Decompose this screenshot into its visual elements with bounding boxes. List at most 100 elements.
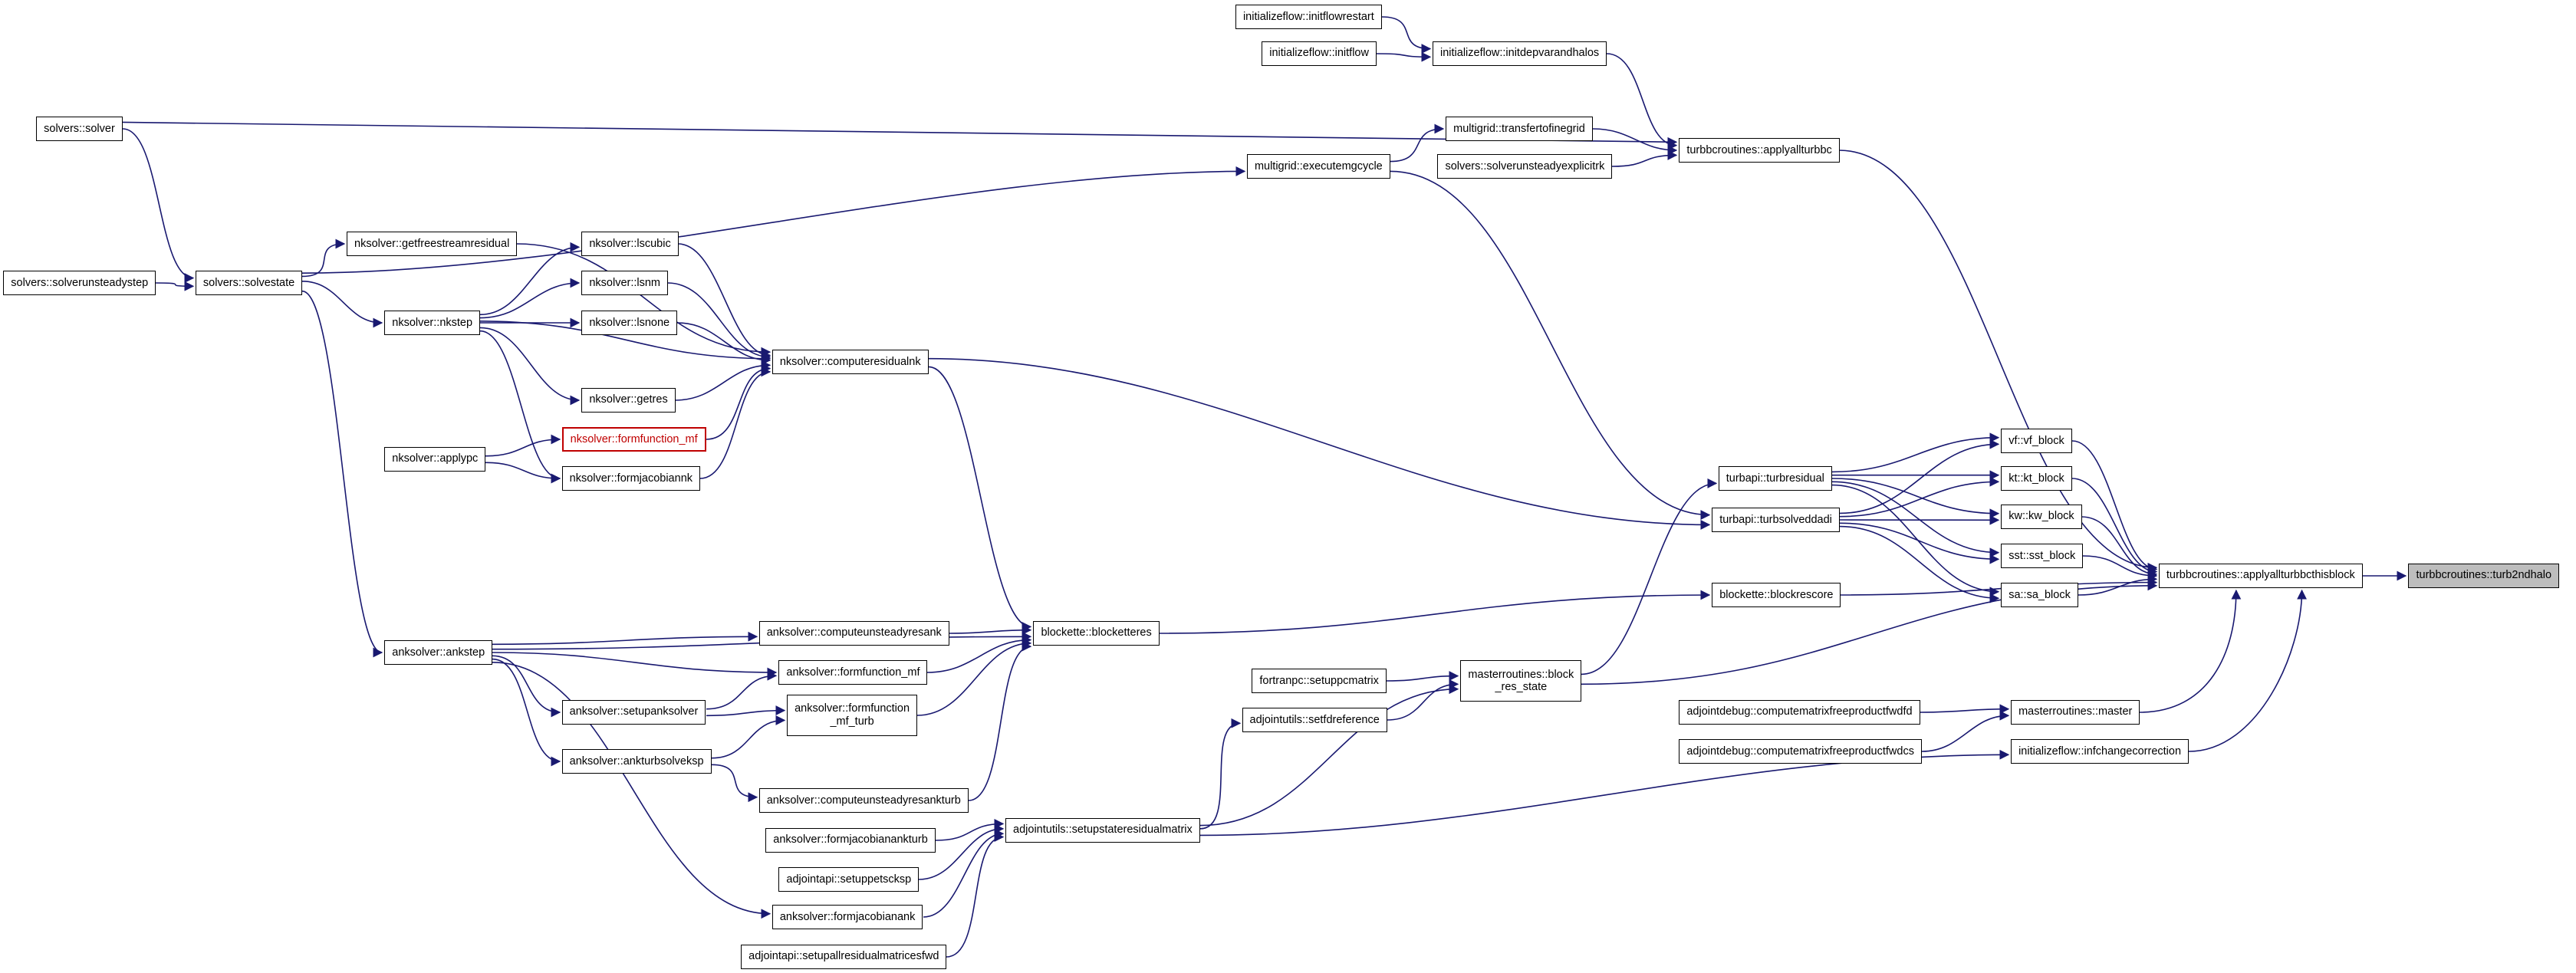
graph-node-label: solvers::solverunsteadystep <box>11 277 149 290</box>
call-edge-kw_block-to-applyallturbbcthisblock <box>2081 516 2158 580</box>
graph-node-label: vf::vf_block <box>2008 434 2064 447</box>
call-edge-setupanksolver-to-formfunction_mf_turb <box>706 705 786 717</box>
call-edge-lscubic-to-computeresidualnk <box>677 243 771 360</box>
graph-node-getres[interactable]: nksolver::getres <box>581 387 676 413</box>
graph-node-turb2ndhalo[interactable]: turbbcroutines::turb2ndhalo <box>2408 563 2560 588</box>
graph-node-label: nksolver::formfunction_mf <box>570 432 698 445</box>
graph-node-turbsolveddadi[interactable]: turbapi::turbsolveddadi <box>1712 507 1840 532</box>
graph-node-label: anksolver::formjacobianank <box>779 911 916 924</box>
call-edge-ankstep-to-computeunsteadyresank <box>492 631 758 646</box>
graph-node-kw_block[interactable]: kw::kw_block <box>2001 504 2082 529</box>
graph-node-setfdreference[interactable]: adjointutils::setfdreference <box>1242 708 1387 733</box>
graph-node-setupallresidualmatricesfwd[interactable]: adjointapi::setupallresidualmatricesfwd <box>741 944 947 969</box>
graph-node-sst_block[interactable]: sst::sst_block <box>2001 544 2084 569</box>
graph-node-label: sst::sst_block <box>2008 549 2076 562</box>
graph-node-label: sa::sa_block <box>2008 589 2071 602</box>
call-edge-initflowrestart-to-initdepvarandhalos <box>1381 16 1432 54</box>
graph-node-setuppetscksp[interactable]: adjointapi::setuppetscksp <box>778 867 920 892</box>
call-edge-setupanksolver-to-formfunction_mf_ank <box>706 670 778 710</box>
graph-node-computeunsteadyresank[interactable]: anksolver::computeunsteadyresank <box>758 620 949 646</box>
graph-node-label: nksolver::nkstep <box>392 316 473 329</box>
graph-node-initdepvarandhalos[interactable]: initializeflow::initdepvarandhalos <box>1433 41 1607 66</box>
call-edge-infchangecorrection-to-applyallturbbcthisblock <box>2188 589 2307 752</box>
graph-node-label: kw::kw_block <box>2008 510 2074 523</box>
graph-node-ankturbsolveksp[interactable]: anksolver::ankturbsolveksp <box>561 748 712 774</box>
graph-node-transfertofinegrid[interactable]: multigrid::transfertofinegrid <box>1446 117 1593 142</box>
graph-node-label: initializeflow::initdepvarandhalos <box>1440 47 1600 60</box>
call-edge-computeresidualnk-to-blocketteres <box>928 366 1032 632</box>
call-edge-nkstep-to-lscubic <box>479 242 581 316</box>
call-edge-turbresidual-to-sst_block <box>1831 481 2000 558</box>
graph-node-computeunsteadyresankturb[interactable]: anksolver::computeunsteadyresankturb <box>758 788 969 814</box>
graph-node-label: nksolver::lsnm <box>589 277 661 290</box>
graph-node-label: adjointapi::setupallresidualmatricesfwd <box>748 950 939 963</box>
graph-node-formfunction_mf_nk[interactable]: nksolver::formfunction_mf <box>561 426 706 452</box>
graph-node-solver[interactable]: solvers::solver <box>36 117 123 142</box>
graph-node-label: blockette::blockrescore <box>1719 589 1834 602</box>
call-edge-getfreestreamresidual-to-computeresidualnk <box>516 243 771 357</box>
graph-node-master[interactable]: masterroutines::master <box>2011 699 2140 725</box>
graph-node-blocketteres[interactable]: blockette::blocketteres <box>1033 620 1160 646</box>
graph-node-formfunction_mf_ank[interactable]: anksolver::formfunction_mf <box>778 660 928 685</box>
call-edge-vf_block-to-applyallturbbcthisblock <box>2071 440 2158 574</box>
graph-node-lsnone[interactable]: nksolver::lsnone <box>581 310 678 335</box>
graph-node-sa_block[interactable]: sa::sa_block <box>2001 583 2078 608</box>
call-edge-turbresidual-to-vf_block <box>1831 432 2000 473</box>
graph-node-label: masterroutines::block _res_state <box>1468 668 1574 694</box>
graph-node-nkstep[interactable]: nksolver::nkstep <box>384 310 481 335</box>
graph-node-vf_block[interactable]: vf::vf_block <box>2001 429 2072 454</box>
graph-node-label: kt::kt_block <box>2008 472 2064 485</box>
call-edge-formfunction_mf_turb-to-blocketteres <box>916 638 1032 716</box>
graph-node-solvestate[interactable]: solvers::solvestate <box>195 271 303 296</box>
graph-node-label: anksolver::setupanksolver <box>569 705 699 718</box>
graph-node-applypc[interactable]: nksolver::applypc <box>384 446 486 472</box>
call-edge-formjacobianankturb-to-setupstateresidualmatrix <box>935 819 1005 841</box>
call-edge-setfdreference-to-block_res_state <box>1387 679 1459 721</box>
call-edge-formfunction_mf_ank-to-blocketteres <box>926 635 1032 673</box>
call-edge-initflow-to-initdepvarandhalos <box>1376 51 1432 62</box>
graph-node-solverunsteadystep[interactable]: solvers::solverunsteadystep <box>3 271 156 296</box>
graph-node-solverunsteadyexplicitrk[interactable]: solvers::solverunsteadyexplicitrk <box>1437 154 1613 179</box>
graph-node-fwdfd[interactable]: adjointdebug::computematrixfreeproductfw… <box>1679 699 1920 725</box>
graph-node-formjacobiannk[interactable]: nksolver::formjacobiannk <box>561 466 701 491</box>
graph-node-formjacobianank[interactable]: anksolver::formjacobianank <box>771 905 923 930</box>
call-edge-ankstep-to-setupanksolver <box>492 655 561 718</box>
call-edge-block_res_state-to-turbresidual <box>1581 478 1718 676</box>
graph-node-setuppcmatrix[interactable]: fortranpc::setuppcmatrix <box>1252 668 1387 693</box>
graph-node-label: nksolver::formjacobiannk <box>569 472 693 485</box>
call-edge-master-to-applyallturbbcthisblock <box>2139 589 2242 713</box>
graph-node-turbresidual[interactable]: turbapi::turbresidual <box>1718 466 1832 491</box>
graph-node-applyallturbbcthisblock[interactable]: turbbcroutines::applyallturbbcthisblock <box>2158 563 2363 588</box>
call-edge-lsnone-to-computeresidualnk <box>676 322 771 366</box>
graph-node-lscubic[interactable]: nksolver::lscubic <box>581 232 679 257</box>
graph-node-infchangecorrection[interactable]: initializeflow::infchangecorrection <box>2011 738 2189 764</box>
graph-node-formjacobianankturb[interactable]: anksolver::formjacobianankturb <box>765 827 936 853</box>
graph-node-block_res_state[interactable]: masterroutines::block _res_state <box>1460 660 1582 702</box>
graph-node-computeresidualnk[interactable]: nksolver::computeresidualnk <box>771 350 929 375</box>
graph-node-label: adjointdebug::computematrixfreeproductfw… <box>1686 705 1913 718</box>
call-edge-getres-to-computeresidualnk <box>674 360 771 401</box>
graph-node-formfunction_mf_turb[interactable]: anksolver::formfunction _mf_turb <box>787 695 918 737</box>
call-edge-nkstep-to-computeresidualnk <box>479 320 771 364</box>
call-edge-executemgcycle-to-transfertofinegrid <box>1390 123 1445 163</box>
graph-node-applyallturbbc[interactable]: turbbcroutines::applyallturbbc <box>1679 137 1840 163</box>
call-edge-setuppetscksp-to-setupstateresidualmatrix <box>918 823 1005 880</box>
graph-node-label: multigrid::transfertofinegrid <box>1453 122 1585 135</box>
graph-node-executemgcycle[interactable]: multigrid::executemgcycle <box>1246 154 1390 179</box>
graph-node-setupstateresidualmatrix[interactable]: adjointutils::setupstateresidualmatrix <box>1005 817 1200 843</box>
graph-node-lsnm[interactable]: nksolver::lsnm <box>581 271 669 296</box>
graph-node-label: anksolver::ankstep <box>392 646 485 659</box>
graph-node-blockrescore[interactable]: blockette::blockrescore <box>1712 583 1841 608</box>
graph-node-ankstep[interactable]: anksolver::ankstep <box>384 640 493 666</box>
graph-node-kt_block[interactable]: kt::kt_block <box>2001 466 2072 491</box>
graph-node-setupanksolver[interactable]: anksolver::setupanksolver <box>561 699 706 725</box>
graph-node-getfreestreamresidual[interactable]: nksolver::getfreestreamresidual <box>347 232 518 257</box>
call-edge-fwdcs-to-master <box>1921 710 2010 752</box>
graph-node-fwdcs[interactable]: adjointdebug::computematrixfreeproductfw… <box>1679 738 1922 764</box>
graph-node-initflowrestart[interactable]: initializeflow::initflowrestart <box>1235 5 1382 30</box>
graph-node-label: adjointutils::setupstateresidualmatrix <box>1013 823 1193 837</box>
graph-node-initflow[interactable]: initializeflow::initflow <box>1262 41 1377 66</box>
graph-node-label: turbbcroutines::turb2ndhalo <box>2416 569 2552 582</box>
